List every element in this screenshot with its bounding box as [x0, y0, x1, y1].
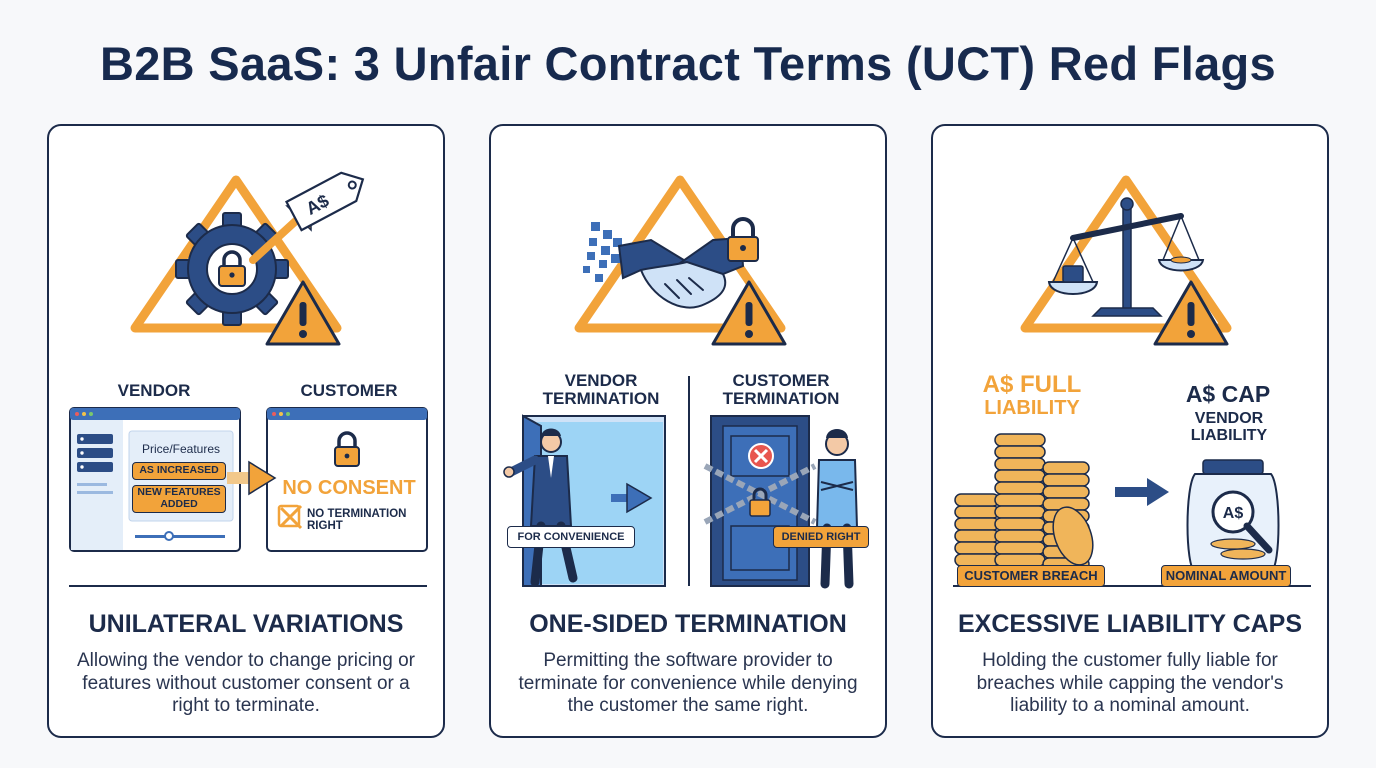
handshake-icon [617, 236, 745, 309]
coins-icon [954, 433, 1094, 571]
customer-termination-label: CUSTOMER TERMINATION [722, 371, 840, 409]
card-title: ONE-SIDED TERMINATION [529, 610, 847, 638]
card-description: Holding the customer fully liable for br… [976, 650, 1284, 716]
card-one-sided-termination: VENDOR TERMINATION CUSTOMER TERMINATION … [489, 124, 887, 738]
server-icon [77, 434, 113, 472]
gear-icon [175, 212, 289, 326]
price-tag-icon: A$ [285, 171, 365, 232]
card-2-illustration [503, 175, 859, 589]
vendor-liability-label: VENDOR LIABILITY [1190, 410, 1268, 445]
card-description: Permitting the software provider to term… [518, 650, 858, 716]
arrow-right-icon [248, 460, 277, 496]
page-title: B2B SaaS: 3 Unfair Contract Terms (UCT) … [100, 37, 1276, 90]
for-convenience-tag: FOR CONVENIENCE [507, 526, 635, 548]
customer-breach-tag: CUSTOMER BREACH [957, 565, 1105, 587]
warning-icon [265, 280, 341, 346]
card-description: Allowing the vendor to change pricing or… [77, 650, 415, 716]
vendor-termination-label: VENDOR TERMINATION [542, 371, 660, 409]
card-unilateral-variations: A$ [47, 124, 445, 738]
lock-icon [727, 217, 759, 262]
card-excessive-liability-caps: A$ A$ FULL LIABILITY A$ CAP VENDOR LIABI… [931, 124, 1329, 738]
lock-icon [334, 431, 360, 467]
warning-triangle-background-icon [130, 175, 342, 333]
denied-right-tag: DENIED RIGHT [773, 526, 869, 548]
warning-icon [711, 280, 787, 346]
lock-icon [218, 250, 246, 287]
panel-title: Price/Features [141, 442, 221, 456]
no-termination-text: NO TERMINATION RIGHT [307, 508, 407, 533]
vendor-label: VENDOR [117, 381, 191, 400]
warning-triangle-background-icon [1020, 175, 1232, 333]
full-liability-label-line1: A$ FULL [982, 371, 1082, 398]
chained-door-icon [703, 415, 817, 587]
checkbox-crossed-icon [277, 504, 303, 530]
customer-person-icon [815, 429, 859, 589]
cap-label: A$ CAP [1185, 381, 1271, 407]
arrow-up-icon [249, 214, 303, 264]
no-consent-text: NO CONSENT [282, 477, 416, 499]
customer-window [266, 407, 428, 552]
card-title: EXCESSIVE LIABILITY CAPS [957, 610, 1303, 638]
pixel-fragments-icon [583, 222, 631, 282]
full-liability-label-line2: LIABILITY [984, 397, 1080, 419]
card-3-illustration: A$ [953, 175, 1311, 587]
scales-icon [1047, 197, 1205, 317]
badge-new-features: NEW FEATURES ADDED [132, 485, 226, 513]
card-title: UNILATERAL VARIATIONS [88, 610, 404, 638]
warning-icon [1153, 280, 1229, 346]
magnifier-icon: A$ [1211, 490, 1273, 554]
customer-label: CUSTOMER [300, 381, 398, 400]
jar-text: A$ [1223, 505, 1244, 522]
badge-increased: AS INCREASED [132, 462, 226, 480]
nominal-amount-tag: NOMINAL AMOUNT [1161, 565, 1291, 587]
